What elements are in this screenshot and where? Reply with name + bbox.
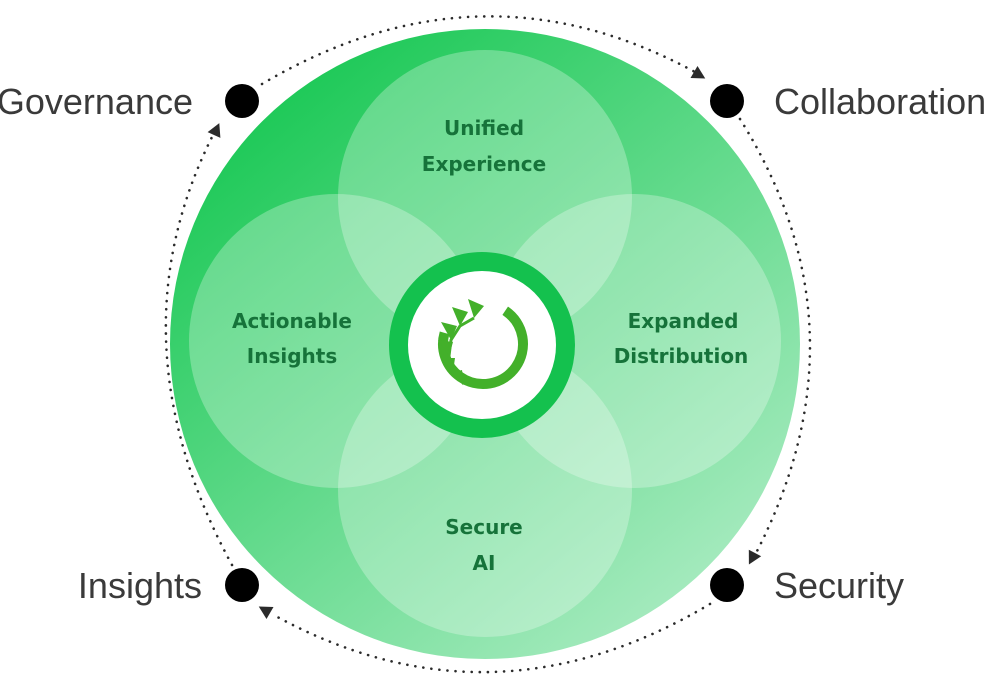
triangle-arrow-icon [207,123,221,138]
center-disc [408,271,556,419]
petal-top [338,50,632,344]
dot-top-right [710,84,744,118]
petal-label-right-2: Distribution [614,344,749,368]
petal-label-bottom: Secure [445,515,523,539]
dot-bottom-right [710,568,744,602]
triangle-arrow-icon [748,549,762,565]
orbit-arc-left [164,133,234,567]
petal-bottom [338,343,632,637]
petal-label-right: Expanded [628,309,739,333]
petal-label-bottom-2: AI [473,551,496,575]
dot-bottom-left [225,568,259,602]
petals [189,50,781,637]
dot-top-left [225,84,259,118]
orbit-arrows [207,65,762,620]
petal-right [487,194,781,488]
petal-left [189,194,483,488]
triangle-arrow-icon [690,65,706,79]
orbit-arc-right [738,117,812,557]
label-security: Security [774,565,904,606]
petal-label-top: Unified [444,116,524,140]
petal-label-top-2: Experience [422,152,546,176]
center-logo [389,252,575,438]
orbit [164,15,812,674]
petal-label-left-2: Insights [247,344,337,368]
label-insights: Insights [78,565,202,606]
label-governance: Governance [0,81,193,122]
triangle-arrow-icon [258,606,274,620]
label-collaboration: Collaboration [774,81,986,122]
anaconda-logo-icon [438,299,528,389]
petal-label-left: Actionable [232,309,352,333]
